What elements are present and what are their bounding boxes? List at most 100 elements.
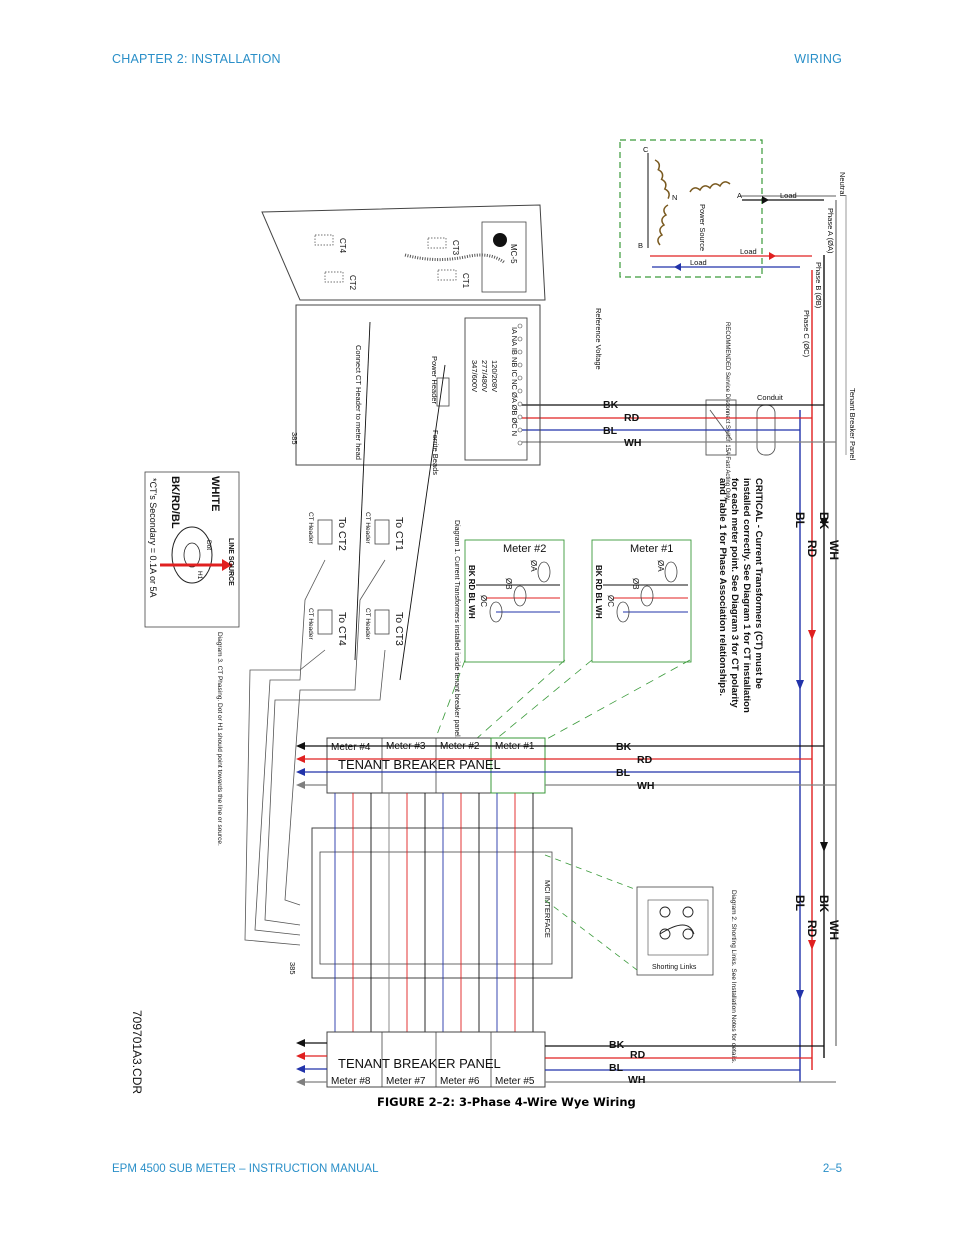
- ct-port-1: CT1: [461, 273, 470, 289]
- diagram2-leaders: [544, 854, 638, 971]
- diagram1-phase-a-1: ØA: [529, 560, 538, 572]
- line-source-label: LINE SOURCE: [227, 538, 234, 586]
- upper-label-bk: BK: [616, 741, 632, 753]
- upper-panel-title: TENANT BREAKER PANEL: [338, 757, 501, 772]
- diagram1-phase-b-2: ØB: [631, 578, 640, 590]
- diagram1-meter-b: Meter #1: [630, 543, 673, 555]
- meter-unit: MC-5 CT4 CT2 CT3 CT1 IA NA IB NB IC NC Ø…: [261, 204, 603, 681]
- ct-headers: To CT1 To CT2 To CT3 To CT4 CT Header CT…: [307, 512, 405, 646]
- critical-line-2: installed correctly. See Diagram 1 for C…: [741, 478, 752, 713]
- diagram1-phase-b-1: ØB: [504, 578, 513, 590]
- lower-label-bl: BL: [609, 1062, 624, 1074]
- feed-label-bl: BL: [603, 425, 618, 437]
- diagram1-meter-a: Meter #2: [503, 543, 546, 555]
- riser-label-bl: BL: [793, 512, 807, 528]
- meter-code: 385: [290, 432, 299, 445]
- ct-header-note: Connect CT Header to meter head: [354, 345, 363, 460]
- phase-n-node: N: [672, 193, 677, 202]
- neutral-label: Neutral: [838, 172, 847, 197]
- feed-wires: [522, 404, 836, 443]
- diagram1-phase-a-2: ØA: [656, 560, 665, 572]
- ct-header-label-3: CT Header: [364, 608, 371, 641]
- critical-note: CRITICAL - Current Transformers (CT) mus…: [717, 478, 764, 713]
- white-label: WHITE: [209, 476, 221, 511]
- ct-port-4: CT4: [338, 238, 347, 254]
- diagram1-wires-a: BK RD BL WH: [467, 565, 476, 619]
- phase-c-label: Phase C (ØC): [802, 310, 811, 358]
- phase-a-node: A: [737, 191, 742, 200]
- diagram1-wires-b: BK RD BL WH: [594, 565, 603, 619]
- phase-c-node: C: [643, 145, 649, 154]
- lower-meter-7: Meter #7: [386, 1076, 426, 1087]
- phase-b-label: Phase B (ØB): [814, 262, 823, 309]
- section-header: WIRING: [794, 52, 842, 66]
- model-label: MC-5: [509, 244, 518, 264]
- upper-meter-4: Meter #4: [331, 742, 371, 753]
- lower-label-wh: WH: [628, 1074, 646, 1086]
- diagram3-title: Diagram 3. CT Phasing. Dot or H1 should …: [216, 632, 223, 846]
- riser-label-rd: RD: [805, 540, 819, 558]
- phase-a-label: Phase A (ØA): [826, 208, 835, 254]
- mci-code: 385: [288, 962, 297, 975]
- upper-panel-feeds: [300, 745, 836, 786]
- lower-meter-5: Meter #5: [495, 1076, 535, 1087]
- green-leaders: [434, 659, 691, 741]
- upper-breaker-panel: Meter #4 Meter #3 Meter #2 Meter #1 TENA…: [326, 737, 546, 794]
- lower-meter-6: Meter #6: [440, 1076, 480, 1087]
- mci-wire-bundle: [334, 793, 534, 1032]
- upper-label-rd: RD: [637, 754, 653, 766]
- feed-label-rd: RD: [624, 412, 640, 424]
- mci-interface: MCI INTERFACE 385: [288, 827, 573, 979]
- to-ct1: To CT1: [393, 517, 405, 551]
- riser-label-bl-2: BL: [793, 895, 807, 911]
- h1-label: H1: [196, 571, 203, 580]
- feed-labels: BK RD BL WH: [603, 399, 642, 449]
- diagram1-phase-c-1: ØC: [479, 595, 488, 607]
- upper-panel-arrows: [296, 742, 305, 789]
- load-label-a: Load: [780, 191, 797, 200]
- mci-title: MCI INTERFACE: [543, 880, 552, 938]
- lower-panel-arrows: [296, 1039, 305, 1086]
- diagram3-ct-phasing: LINE SOURCE WHITE BK/RD/BL Dot H1 *CT's …: [144, 471, 240, 846]
- drawing-id: 709701A3.CDR: [130, 1010, 144, 1094]
- power-source-label: Power Source: [698, 204, 707, 251]
- lower-label-rd: RD: [630, 1049, 646, 1061]
- reference-voltage-label: Reference Voltage: [594, 308, 603, 370]
- riser-label-rd-2: RD: [805, 920, 819, 938]
- power-header-label: Power Header: [430, 356, 439, 404]
- diagram1-title: Diagram 1. Current Transformers installe…: [453, 520, 460, 739]
- load-label-b: Load: [740, 247, 757, 256]
- riser-label-wh: WH: [827, 540, 841, 560]
- diagram1-ct-install: Meter #2 Meter #1 BK RD BL WH BK RD BL W…: [453, 520, 692, 739]
- lower-panel-title: TENANT BREAKER PANEL: [338, 1056, 501, 1071]
- ct-leads: [244, 559, 386, 946]
- tenant-breaker-panel-label: Tenant Breaker Panel: [848, 388, 857, 460]
- riser-label-bk-2: BK: [817, 895, 831, 913]
- critical-line-4: and Table 1 for Phase Association relati…: [717, 478, 728, 696]
- conduit: [705, 399, 776, 456]
- power-source: C N A B Power Source Load Load Load Neut…: [619, 139, 857, 500]
- dot-label: Dot: [205, 540, 212, 550]
- upper-label-wh: WH: [637, 780, 655, 792]
- riser-arrows: [796, 518, 828, 1000]
- feed-label-bk: BK: [603, 399, 619, 411]
- bkrdbl-label: BK/RD/BL: [169, 476, 181, 529]
- conduit-label: Conduit: [757, 393, 784, 402]
- upper-panel-labels: BK RD BL WH: [616, 741, 655, 792]
- ferrite-label: Ferrite Beads: [431, 430, 440, 475]
- to-ct3: To CT3: [393, 612, 405, 646]
- manual-footer: EPM 4500 SUB METER – INSTRUCTION MANUAL: [112, 1163, 379, 1175]
- critical-line-3: for each meter point. See Diagram 3 for …: [729, 478, 740, 708]
- page-number: 2–5: [822, 1163, 842, 1175]
- phase-b-node: B: [638, 241, 643, 250]
- lower-breaker-panel: TENANT BREAKER PANEL Meter #8 Meter #7 M…: [326, 1031, 546, 1088]
- ct-header-label-1: CT Header: [364, 512, 371, 545]
- ct-secondary-note: *CT's Secondary = 0.1A or 5A: [148, 478, 158, 598]
- voltage-2: 277/480V: [480, 360, 489, 392]
- upper-label-bl: BL: [616, 767, 631, 779]
- to-ct2: To CT2: [336, 517, 348, 551]
- riser-label-bk: BK: [817, 512, 831, 530]
- riser-labels-bottom: BK RD BL WH: [793, 895, 841, 940]
- lower-label-bk: BK: [609, 1039, 625, 1051]
